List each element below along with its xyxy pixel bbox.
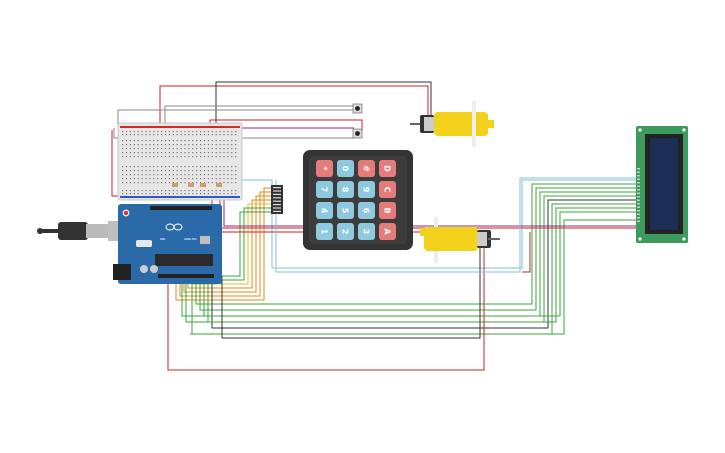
pushbutton-2[interactable]	[352, 128, 363, 139]
wire-green-lcd-3[interactable]	[203, 191, 636, 317]
keypad-key-label: C	[383, 187, 392, 193]
keypad-key[interactable]: A	[379, 223, 396, 240]
keypad-key[interactable]: D	[379, 160, 396, 177]
keypad-key[interactable]: 1	[316, 223, 333, 240]
resistor[interactable]	[172, 183, 222, 187]
wire-green-lcd-9[interactable]	[190, 219, 636, 335]
keypad-key[interactable]: 4	[316, 202, 333, 219]
keypad-key[interactable]: C	[379, 181, 396, 198]
wire-red-lcd-power[interactable]	[522, 232, 531, 273]
dc-motor-top[interactable]	[410, 101, 494, 147]
wire-green-lcd-7[interactable]	[185, 207, 636, 323]
wire-grey-button2[interactable]	[113, 128, 354, 139]
keypad-key[interactable]: 3	[358, 223, 375, 240]
keypad-key-label: 7	[320, 187, 329, 193]
usb-cable[interactable]	[37, 222, 108, 240]
keypad-key[interactable]: 6	[358, 202, 375, 219]
keypad-key[interactable]: 8	[337, 181, 354, 198]
arduino-model-label: UNO	[160, 237, 166, 241]
keypad-key[interactable]: 9	[358, 181, 375, 198]
keypad-key[interactable]: B	[379, 202, 396, 219]
keypad-key-label: 3	[362, 229, 371, 235]
wire-green-lcd-1[interactable]	[195, 183, 636, 305]
keypad-key-label: 5	[341, 208, 350, 214]
arduino-uno[interactable]: UNO ARDUINO	[37, 204, 222, 284]
keypad-key-label: 4	[320, 208, 329, 214]
keypad-connector[interactable]	[271, 185, 283, 214]
keypad-key-label: 8	[341, 187, 350, 193]
keypad-key-label: 9	[362, 187, 371, 193]
wire-orange-keypad-2[interactable]	[179, 191, 272, 297]
keypad-key[interactable]: 0	[337, 160, 354, 177]
lcd-16x2[interactable]	[636, 126, 688, 243]
wire-green-lcd-2[interactable]	[199, 187, 636, 311]
keypad-key-label: 2	[341, 229, 350, 235]
keypad-key-label: 1	[320, 229, 329, 235]
breadboard-holes	[122, 131, 237, 195]
keypad-key-label: 0	[341, 166, 350, 172]
wire-grey-button1b[interactable]	[117, 109, 354, 128]
wire-light-blue-1[interactable]	[200, 179, 636, 269]
keypad-key[interactable]: 7	[316, 181, 333, 198]
pushbutton-1[interactable]	[352, 103, 363, 114]
keypad-key[interactable]: 5	[337, 202, 354, 219]
wire-orange-keypad-1[interactable]	[175, 187, 272, 301]
wire-light-blue-2[interactable]	[275, 177, 636, 273]
keypad-key-label: 6	[362, 208, 371, 214]
keypad[interactable]: * 7 4 1 0 8 5 2 #9 6 3 D C B A	[303, 150, 413, 250]
keypad-key[interactable]: #	[358, 160, 375, 177]
wire-black-lcd-5[interactable]	[211, 199, 636, 329]
arduino-brand-label: ARDUINO	[184, 237, 197, 241]
keypad-key[interactable]: *	[316, 160, 333, 177]
keypad-key[interactable]: 2	[337, 223, 354, 240]
keypad-key-label: B	[383, 207, 392, 213]
wire-purple-lcd[interactable]	[223, 200, 636, 227]
keypad-key-label: D	[383, 165, 392, 172]
wire-black-bottom-motor[interactable]	[221, 246, 481, 339]
wire-green-lcd-8[interactable]	[181, 211, 636, 317]
keypad-key-label: *	[320, 166, 329, 171]
wire-green-lcd-6[interactable]	[191, 203, 636, 335]
keypad-key-label: #	[362, 165, 371, 172]
wire-orange-keypad-3[interactable]	[183, 195, 272, 293]
breadboard[interactable]	[117, 122, 243, 201]
keypad-key-label: A	[383, 228, 392, 235]
dc-motor-bottom[interactable]	[420, 217, 500, 263]
wire-red-bottom-motor[interactable]	[167, 246, 485, 371]
